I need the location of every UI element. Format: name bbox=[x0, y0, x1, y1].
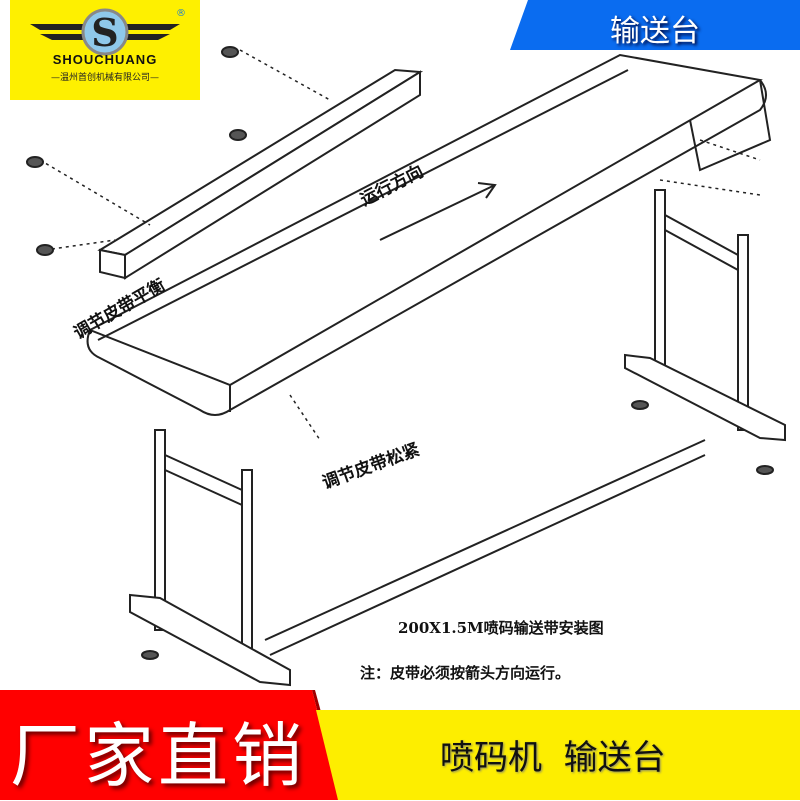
product-text: 喷码机 输送台 bbox=[440, 738, 666, 778]
leveling-feet bbox=[26, 46, 774, 660]
leader-lines bbox=[39, 49, 761, 441]
logo-wings-emblem: S bbox=[30, 8, 180, 56]
direction-arrow bbox=[379, 182, 497, 241]
drawing-caption: 200X1.5M喷码输送带安装图 bbox=[398, 619, 604, 637]
svg-text:S: S bbox=[91, 10, 118, 55]
logo-brand: SHOUCHUANG bbox=[52, 52, 158, 67]
product-banner: 喷码机 输送台 bbox=[316, 710, 800, 800]
drawing-note: 注：皮带必须按箭头方向运行。 bbox=[360, 664, 571, 682]
logo-company-name: —温州首创机械有限公司— bbox=[50, 73, 159, 83]
conveyor-body bbox=[86, 53, 772, 416]
top-title-banner: 输送台 bbox=[510, 0, 800, 50]
factory-direct-banner: 厂家直销 bbox=[0, 690, 340, 800]
right-stand bbox=[624, 189, 786, 442]
registered-mark: ® bbox=[176, 8, 186, 19]
left-stand bbox=[129, 429, 706, 687]
factory-direct-text: 厂家直销 bbox=[10, 715, 306, 797]
balance-bar bbox=[97, 68, 424, 280]
company-logo: S ® SHOUCHUANG —温州首创机械有限公司— bbox=[10, 0, 200, 100]
top-title: 输送台 bbox=[610, 14, 700, 49]
